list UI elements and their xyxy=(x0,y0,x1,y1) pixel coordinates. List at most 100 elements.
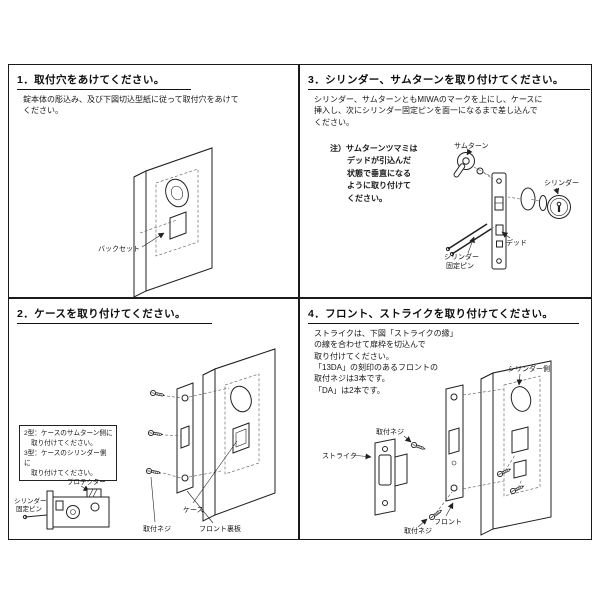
label-cylinder-pin-2: 固定ピン xyxy=(446,261,474,270)
align-line xyxy=(188,387,230,398)
front-backing-plate xyxy=(176,382,194,494)
protector-block xyxy=(86,488,102,498)
cylinder-part xyxy=(507,187,571,219)
step1-body-line: ください。 xyxy=(23,106,63,116)
label-cylinder-pin-1: シリンダー xyxy=(444,252,479,261)
backset-leader-line xyxy=(141,232,165,248)
deadbolt-leader xyxy=(501,231,511,239)
note-line: 取り付けてください。 xyxy=(31,469,97,477)
lock-case-edge xyxy=(491,172,507,270)
cylinder-hole xyxy=(230,385,252,413)
panel-step2: 2．ケースを取り付けてください。 2型：ケースのサムターン側に 取り付けてくださ… xyxy=(9,299,298,540)
note-line: デッドが引込んだ xyxy=(347,156,411,166)
step4-body-line: 取付ネジは3本です。 xyxy=(314,374,390,384)
step1-body: 錠本体の彫込み、及び下図切込型紙に従って取付穴をあけて ください。 xyxy=(23,94,298,117)
horizontal-divider xyxy=(9,297,591,299)
thumbturn-leader xyxy=(466,148,473,156)
step4-body-line: の線を合わせて扉枠を切込んで xyxy=(314,340,426,350)
step4-body-line: 「13DA」の刻印のあるフロントの xyxy=(314,363,439,373)
align-line xyxy=(166,395,182,399)
step3-body-line: 挿入し、次にシリンダー固定ピンを面一になるまで差し込んで xyxy=(314,106,538,116)
step4-front-strike-drawing: シリンダー側 取付ネジ ストライク フロント 取付ネジ xyxy=(322,360,552,536)
case-mortise-hole xyxy=(511,426,529,454)
screw-bottom-leader xyxy=(417,518,428,528)
label-front: フロント xyxy=(434,518,462,526)
step1-door-edge-drawing: バックセット xyxy=(98,147,213,297)
note-line: ください。 xyxy=(347,193,387,203)
step3-body: シリンダー、サムターンともMIWAのマークを上にし、ケースに 挿入し、次にシリン… xyxy=(314,94,592,128)
step4-body-line: 「DA」は2本です。 xyxy=(314,385,385,395)
step4-body: ストライクは、下図「ストライクの縁」 の線を合わせて扉枠を切込んで 取り付けてく… xyxy=(314,328,592,396)
label-protector: プロテクター xyxy=(67,477,106,486)
mounting-screws xyxy=(145,389,167,477)
door-edge-slab xyxy=(133,147,213,297)
step3-body-line: ください。 xyxy=(314,117,354,127)
step3-cylinder-thumbturn-drawing: サムターン シリンダー シリンダー 固定ピン デッド xyxy=(444,141,579,270)
note-line: ように取り付けて xyxy=(347,181,411,191)
note-line: 取り付けてください。 xyxy=(31,439,97,447)
step1-body-line: 錠本体の彫込み、及び下図切込型紙に従って取付穴をあけて xyxy=(23,95,239,104)
case-leader xyxy=(192,440,238,504)
align-line xyxy=(162,472,182,479)
note-line: 状態で垂直になる xyxy=(347,168,411,178)
step2-title: 2．ケースを取り付けてください。 xyxy=(17,306,212,324)
strike-plate xyxy=(374,438,408,516)
label-deadbolt: デッド xyxy=(506,238,527,247)
note-line: 2型：ケースのサムターン側に xyxy=(24,430,113,437)
align-line xyxy=(504,454,516,472)
align-line xyxy=(435,491,453,514)
cylinder-hole xyxy=(510,386,532,412)
label-mounting-screw-bottom: 取付ネジ xyxy=(404,526,432,535)
screw-leader xyxy=(150,476,156,523)
align-line xyxy=(462,388,505,396)
step4-body-line: 取り付けてください。 xyxy=(314,351,394,361)
thumbturn-part xyxy=(453,152,494,180)
label-cylinder-pin-1: シリンダー xyxy=(14,496,47,505)
panel-step4: 4．フロント、ストライクを取り付けてください。 ストライクは、下図「ストライクの… xyxy=(300,299,592,540)
panel-step3: 3．シリンダー、サムターンを取り付けてください。 シリンダー、サムターンともMI… xyxy=(300,65,592,297)
cut-template-outline xyxy=(155,168,199,257)
strike-leader xyxy=(351,453,372,460)
cylinder-side-leader xyxy=(516,373,523,386)
align-line xyxy=(517,478,523,489)
label-backset: バックセット xyxy=(98,245,140,253)
panel-step1: 1．取付穴をあけてください。 錠本体の彫込み、及び下図切込型紙に従って取付穴をあ… xyxy=(9,65,298,297)
step4-body-line: ストライクは、下図「ストライクの縁」 xyxy=(314,329,458,338)
screw-top-leader xyxy=(403,435,412,443)
cut-outline xyxy=(503,375,541,497)
case-mortise-hole xyxy=(169,211,187,240)
step1-title: 1．取付穴をあけてください。 xyxy=(17,72,191,90)
front-leader xyxy=(445,502,454,517)
backset-dimension-line xyxy=(139,219,178,234)
cylinder-leader xyxy=(553,187,560,195)
note-line: 3型：ケースのシリンダー側に xyxy=(24,449,107,467)
cylinder-fixing-pins xyxy=(445,223,499,257)
cut-outline xyxy=(224,373,260,475)
step3-title: 3．シリンダー、サムターンを取り付けてください。 xyxy=(308,72,590,90)
vertical-divider xyxy=(298,65,300,539)
cylinder-hole xyxy=(165,178,189,208)
step2-note-box: 2型：ケースのサムターン側に 取り付けてください。 3型：ケースのシリンダー側に… xyxy=(19,425,117,482)
step3-note: 注）サムターンツマミは デッドが引込んだ 状態で垂直になる ように取り付けて く… xyxy=(330,143,417,205)
align-line xyxy=(462,480,505,490)
cylinder-hole-inner xyxy=(171,185,183,201)
case-mortise-hole xyxy=(232,422,250,454)
plate-leader xyxy=(186,490,214,524)
label-thumbturn: サムターン xyxy=(454,141,489,150)
front-plate xyxy=(445,384,464,502)
align-line xyxy=(164,434,182,437)
label-mounting-screw: 取付ネジ xyxy=(143,524,171,533)
step2-case-install-drawing: ケース 取付ネジ フロント裏板 xyxy=(143,348,276,533)
label-case: ケース xyxy=(183,506,204,514)
label-mounting-screw-top: 取付ネジ xyxy=(376,427,404,436)
label-front-backing-plate: フロント裏板 xyxy=(199,524,241,533)
door-edge-slab xyxy=(202,348,276,522)
lock-case-inset xyxy=(46,488,110,530)
step2-case-inset-drawing: プロテクター シリンダー 固定ピン xyxy=(14,477,110,530)
label-cylinder-pin-2: 固定ピン xyxy=(16,504,42,513)
fixing-pin-inset xyxy=(22,514,48,520)
step3-body-line: シリンダー、サムターンともMIWAのマークを上にし、ケースに xyxy=(314,95,543,104)
strike-screw xyxy=(410,441,428,453)
cylinder-pin-leader xyxy=(467,236,475,254)
